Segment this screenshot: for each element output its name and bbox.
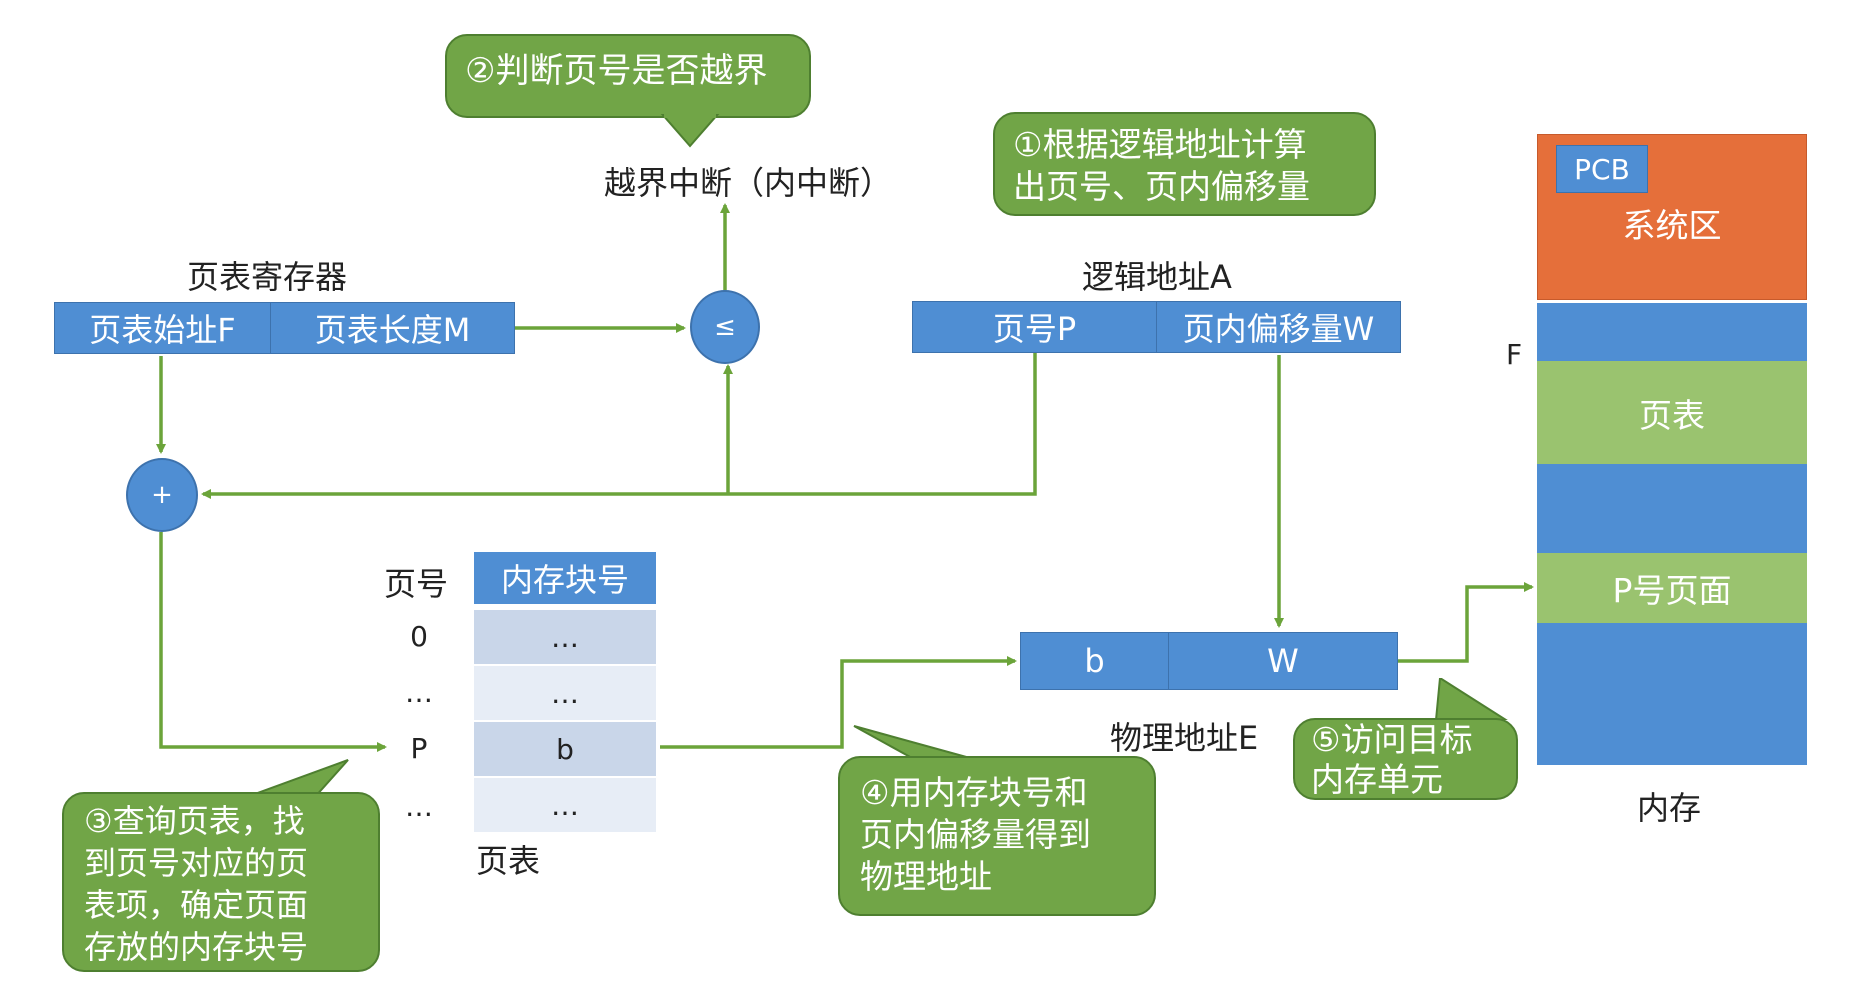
callout-check-bounds-tail (660, 114, 720, 148)
memory-block (1537, 623, 1807, 765)
callout-build-physical: ④用内存块号和 页内偏移量得到 物理地址 (838, 756, 1156, 916)
page-table-caption: 页表 (476, 842, 541, 880)
callout-build-physical-line3: 物理地址 (860, 857, 992, 896)
callout-lookup-line2: 到页号对应的页 (84, 844, 309, 882)
arrow-page-to-adder (201, 352, 1037, 499)
ptr-length-field: 页表长度M (270, 302, 515, 354)
callout-access-line2: 内存单元 (1311, 760, 1443, 799)
memory-page-table-region: 页表 (1537, 361, 1807, 464)
arrow-table-to-physical (660, 656, 1017, 749)
page-table-row-page: P (410, 732, 428, 765)
memory-block (1537, 303, 1807, 361)
callout-check-bounds: ②判断页号是否越界 (445, 34, 811, 118)
page-table-col-page: 页号 (384, 565, 449, 603)
callout-lookup-line4: 存放的内存块号 (84, 928, 309, 966)
page-table-row-page: 0 (410, 620, 428, 653)
ptr-register-title: 页表寄存器 (187, 258, 348, 296)
callout-access-line1: ⑤访问目标 (1311, 720, 1473, 759)
callout-compute-page-line1: ①根据逻辑地址计算 (1013, 125, 1307, 164)
logical-address-title: 逻辑地址A (1082, 258, 1232, 296)
memory-pcb: PCB (1556, 145, 1648, 193)
memory-system-area-label: 系统区 (1622, 206, 1722, 245)
ptr-start-field: 页表始址F (54, 302, 271, 354)
callout-lookup-tail (243, 759, 349, 798)
page-table-row-block: b (474, 722, 656, 776)
arrow-adder-to-table (159, 532, 387, 752)
callout-check-bounds-text: ②判断页号是否越界 (465, 51, 768, 91)
memory-block (1537, 464, 1807, 553)
memory-f-marker: F (1506, 338, 1523, 371)
memory-p-page: P号页面 (1537, 553, 1807, 623)
callout-access-memory: ⑤访问目标 内存单元 (1293, 718, 1518, 800)
callout-lookup-line3: 表项，确定页面 (84, 886, 309, 924)
callout-build-physical-line2: 页内偏移量得到 (860, 815, 1091, 854)
interrupt-label: 越界中断（内中断） (604, 164, 893, 202)
logical-page-field: 页号P (912, 301, 1157, 353)
logical-offset-field: 页内偏移量W (1156, 301, 1401, 353)
page-table-col-block: 内存块号 (474, 552, 656, 604)
callout-lookup-table: ③查询页表，找 到页号对应的页 表项，确定页面 存放的内存块号 (62, 792, 380, 972)
callout-lookup-line1: ③查询页表，找 (84, 802, 305, 840)
callout-compute-page: ①根据逻辑地址计算 出页号、页内偏移量 (993, 112, 1376, 216)
page-table-row-block: … (474, 778, 656, 832)
physical-block-field: b (1020, 632, 1169, 690)
arrow-physical-to-memory (1398, 582, 1534, 663)
callout-physical-tail (853, 725, 971, 759)
memory-caption: 内存 (1637, 789, 1702, 827)
page-table-row-page: … (405, 790, 433, 823)
page-table-row-page: … (405, 676, 433, 709)
physical-address-title: 物理地址E (1110, 719, 1259, 757)
comparator-node: ≤ (690, 290, 760, 364)
callout-build-physical-line1: ④用内存块号和 (860, 773, 1088, 812)
page-table-row-block: … (474, 610, 656, 664)
physical-offset-field: W (1168, 632, 1398, 690)
page-table-row-block: … (474, 666, 656, 720)
callout-compute-page-line2: 出页号、页内偏移量 (1013, 167, 1310, 206)
adder-node: + (126, 458, 198, 532)
callout-access-tail (1434, 678, 1508, 720)
